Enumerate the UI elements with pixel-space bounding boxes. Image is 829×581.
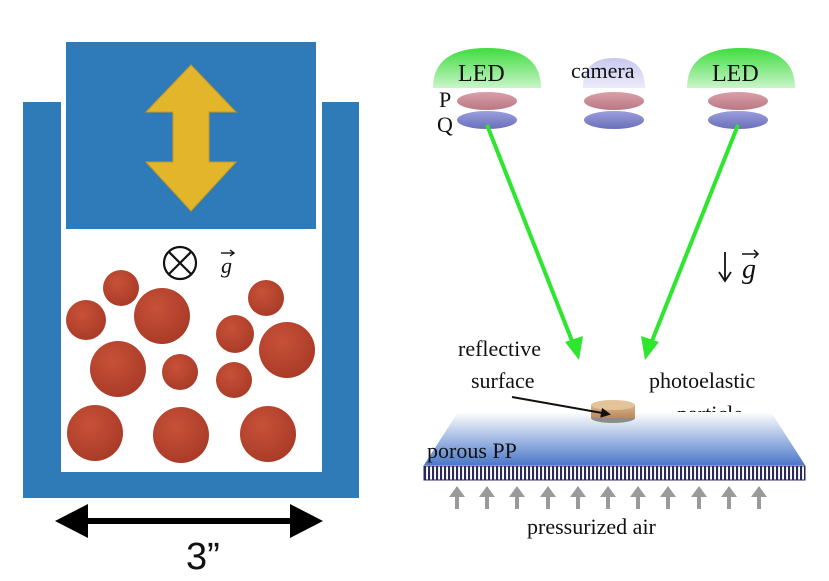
porous-plate (424, 412, 805, 465)
disk (259, 322, 315, 378)
gravity-down-arrow (718, 252, 732, 283)
disk (248, 280, 284, 316)
gravity-into-page-icon (162, 245, 198, 281)
photoelastic-label-line1: photoelastic (649, 368, 756, 393)
disk (216, 315, 254, 353)
container-left-wall (23, 102, 61, 498)
gravity-label-left: g (221, 249, 236, 278)
camera-label: camera (571, 58, 635, 83)
led-left-label: LED (458, 61, 505, 87)
disk (134, 288, 190, 344)
disk (66, 300, 106, 340)
polarizer-q-label: Q (437, 112, 453, 137)
air-arrow (540, 486, 556, 509)
light-beam-right (641, 124, 740, 360)
vertical-double-arrow (144, 64, 238, 212)
polarizer-stack-camera (584, 92, 644, 129)
container-right-wall (322, 102, 359, 498)
granular-disks (66, 270, 315, 463)
air-arrow (449, 486, 465, 509)
air-arrow (600, 486, 616, 509)
disk (103, 270, 139, 306)
air-arrow (751, 486, 767, 509)
air-arrow (660, 486, 676, 509)
led-left-dome (433, 48, 541, 88)
air-arrow (691, 486, 707, 509)
air-arrow (509, 486, 525, 509)
led-right-dome (687, 48, 795, 88)
light-beam-left (485, 124, 583, 360)
disk (216, 362, 252, 398)
led-right-label: LED (712, 61, 759, 87)
shaker-cell: g 3” (23, 42, 359, 578)
camera-dome (583, 58, 645, 88)
gravity-label-right: g (742, 249, 760, 285)
svg-text:g: g (742, 254, 756, 285)
reflective-label-line2: surface (471, 368, 535, 393)
container-bottom (23, 472, 359, 498)
polarizer-p-label: P (439, 87, 451, 112)
disk (90, 341, 146, 397)
polarizer-stack-left (457, 92, 517, 129)
width-dimension-arrow (55, 504, 323, 538)
air-flow-arrows (449, 486, 767, 509)
air-arrow (630, 486, 646, 509)
reflective-pointer-arrow (511, 396, 611, 418)
air-label: pressurized air (527, 514, 657, 539)
svg-text:g: g (221, 253, 232, 278)
porous-label: porous PP (427, 438, 517, 463)
width-label: 3” (186, 536, 220, 576)
porous-base-stripes (423, 465, 806, 481)
air-arrow (479, 486, 495, 509)
disk (162, 354, 198, 390)
optical-setup: LED camera LED P Q (423, 48, 806, 539)
air-arrow (570, 486, 586, 509)
disk (67, 405, 123, 461)
reflective-label-line1: reflective (458, 336, 541, 361)
polarizer-stack-right (708, 92, 768, 129)
disk (153, 407, 209, 463)
disk (240, 406, 296, 462)
air-arrow (721, 486, 737, 509)
